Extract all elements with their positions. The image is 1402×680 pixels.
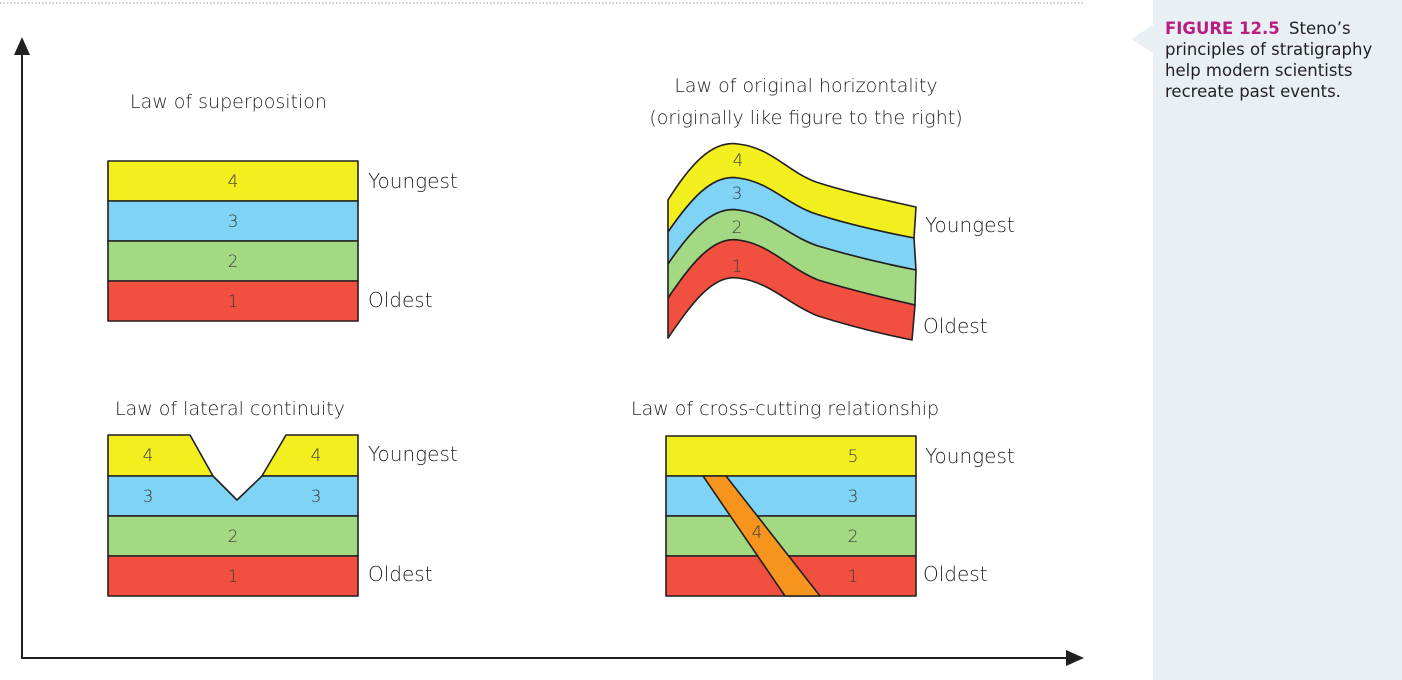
oldest-label: Oldest xyxy=(923,314,988,338)
oldest-label: Oldest xyxy=(368,288,433,312)
intrusion-4-label: 4 xyxy=(752,523,763,543)
layer-3-right-label: 3 xyxy=(311,487,322,507)
layer-1-label: 1 xyxy=(228,292,239,312)
panel-title-line1: Law of original horizontality xyxy=(674,75,937,97)
panel-title-line2: (originally like figure to the right) xyxy=(649,107,962,129)
caption-body: Steno’s principles of stratigraphy help … xyxy=(1165,19,1373,101)
panel-title: Law of lateral continuity xyxy=(115,398,345,420)
layer-4 xyxy=(107,160,359,202)
youngest-label: Youngest xyxy=(368,442,458,466)
folded-layer-2-label: 2 xyxy=(732,218,743,238)
layer-4-label: 4 xyxy=(228,172,239,192)
layer-3 xyxy=(107,200,359,242)
stratigraphy-figure: Law of superposition 4 3 2 1 Youngest Ol… xyxy=(0,2,1085,666)
layer-3-label: 3 xyxy=(228,212,239,232)
intrusion-4 xyxy=(702,475,821,597)
layer-2-label: 2 xyxy=(848,527,859,547)
oldest-label: Oldest xyxy=(923,562,988,586)
layer-3-left-label: 3 xyxy=(143,487,154,507)
layer-5-label: 5 xyxy=(848,447,859,467)
panel-superposition: Law of superposition 4 3 2 1 Youngest Ol… xyxy=(107,91,458,322)
layer-4-left xyxy=(107,434,214,477)
caption-text-block: FIGURE 12.5 Steno’s principles of strati… xyxy=(1165,18,1392,102)
caption-pointer xyxy=(1131,25,1153,53)
layer-1 xyxy=(107,280,359,322)
layer-4-right-label: 4 xyxy=(311,446,322,466)
folded-layer-1 xyxy=(667,238,916,341)
vertical-axis-arrow xyxy=(14,37,30,55)
youngest-label: Youngest xyxy=(925,444,1015,468)
panel-title: Law of superposition xyxy=(130,91,327,113)
youngest-label: Youngest xyxy=(368,169,458,193)
layer-1 xyxy=(107,555,359,597)
youngest-label: Youngest xyxy=(925,213,1015,237)
layer-2-label: 2 xyxy=(228,252,239,272)
layer-2-label: 2 xyxy=(228,527,239,547)
caption-label: FIGURE 12.5 xyxy=(1165,19,1280,38)
layer-3-label: 3 xyxy=(848,487,859,507)
folded-layer-3-label: 3 xyxy=(732,184,743,204)
layer-3 xyxy=(665,475,917,517)
panel-lateral-continuity: Law of lateral continuity 4 4 3 3 2 1 Yo… xyxy=(107,398,458,597)
axes xyxy=(14,37,1084,666)
layer-5 xyxy=(665,435,917,477)
horizontal-axis-arrow xyxy=(1066,650,1084,666)
folded-layer-4-label: 4 xyxy=(733,151,744,171)
oldest-label: Oldest xyxy=(368,562,433,586)
layer-1-label: 1 xyxy=(848,567,859,587)
panel-horizontality: Law of original horizontality (originall… xyxy=(649,75,1015,341)
layer-1-label: 1 xyxy=(228,567,239,587)
folded-layer-1-label: 1 xyxy=(732,257,743,277)
layer-4-left-label: 4 xyxy=(143,446,154,466)
layer-2 xyxy=(665,515,917,557)
layer-2 xyxy=(107,515,359,557)
panel-title: Law of cross-cutting relationship xyxy=(631,398,939,420)
figure-caption: FIGURE 12.5 Steno’s principles of strati… xyxy=(1153,0,1402,680)
panel-cross-cutting: Law of cross-cutting relationship 5 3 2 … xyxy=(631,398,1015,597)
